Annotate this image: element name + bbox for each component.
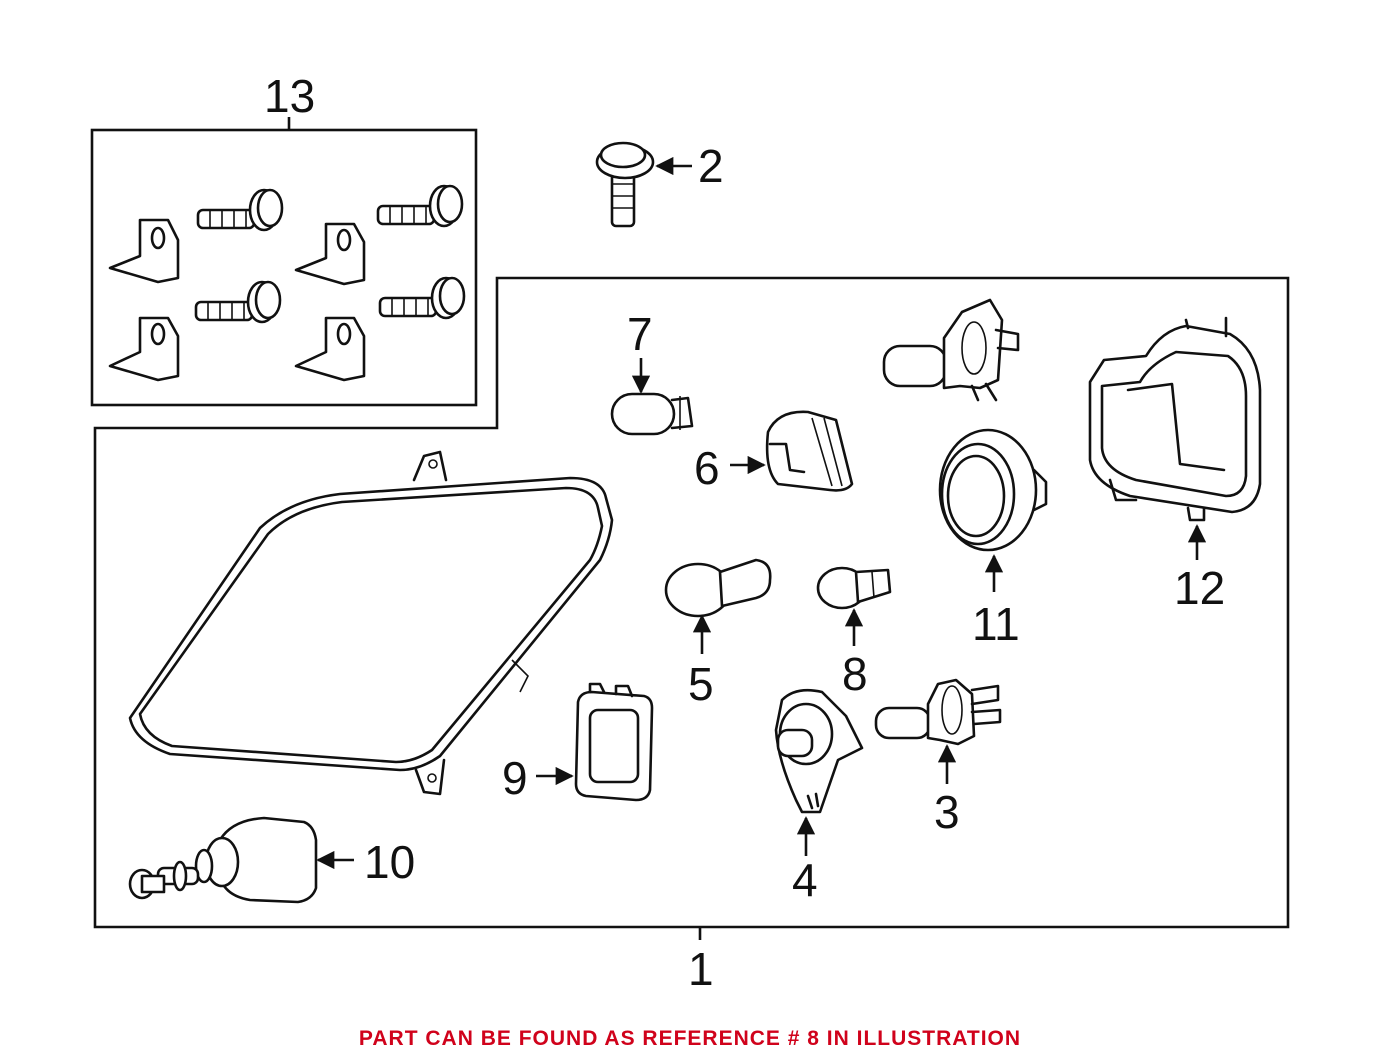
callout-8: 8 bbox=[842, 648, 868, 700]
turn-signal-bulb-part bbox=[664, 558, 772, 618]
kit-bolt bbox=[194, 280, 282, 324]
headlamp-bulb-upper bbox=[882, 298, 1020, 402]
bulb-socket-part bbox=[765, 410, 854, 492]
callout-1: 1 bbox=[688, 943, 714, 995]
callout-5: 5 bbox=[688, 658, 714, 710]
bolt-part bbox=[595, 141, 655, 228]
callout-11: 11 bbox=[972, 598, 1020, 650]
reference-note: PART CAN BE FOUND AS REFERENCE # 8 IN IL… bbox=[358, 1027, 1022, 1050]
callout-13: 13 bbox=[264, 70, 315, 122]
callout-7: 7 bbox=[627, 308, 653, 360]
seal-ring-part bbox=[938, 428, 1048, 552]
assembly-frame bbox=[93, 276, 1290, 929]
callout-12: 12 bbox=[1174, 562, 1225, 614]
kit-bolt bbox=[376, 184, 464, 228]
kit-bolt bbox=[196, 188, 284, 232]
callout-4: 4 bbox=[792, 854, 818, 906]
wedge-bulb-part bbox=[610, 392, 694, 436]
kit-frame bbox=[90, 117, 478, 407]
bracket-part bbox=[108, 218, 366, 382]
level-adjuster-part bbox=[128, 816, 318, 904]
headlamp-bulb-part bbox=[874, 678, 1002, 746]
dust-cover-part bbox=[1088, 316, 1262, 522]
kit-bolt bbox=[378, 276, 466, 320]
headlight-housing bbox=[128, 450, 614, 796]
kit-bolts bbox=[194, 184, 466, 324]
side-marker-bulb-part bbox=[816, 566, 892, 610]
callout-9: 9 bbox=[502, 752, 528, 804]
access-cap-part bbox=[574, 682, 654, 802]
callout-6: 6 bbox=[694, 442, 720, 494]
callout-10: 10 bbox=[364, 836, 415, 888]
bulb-holder-part bbox=[774, 688, 864, 814]
callout-3: 3 bbox=[934, 786, 960, 838]
callout-2: 2 bbox=[698, 140, 724, 192]
